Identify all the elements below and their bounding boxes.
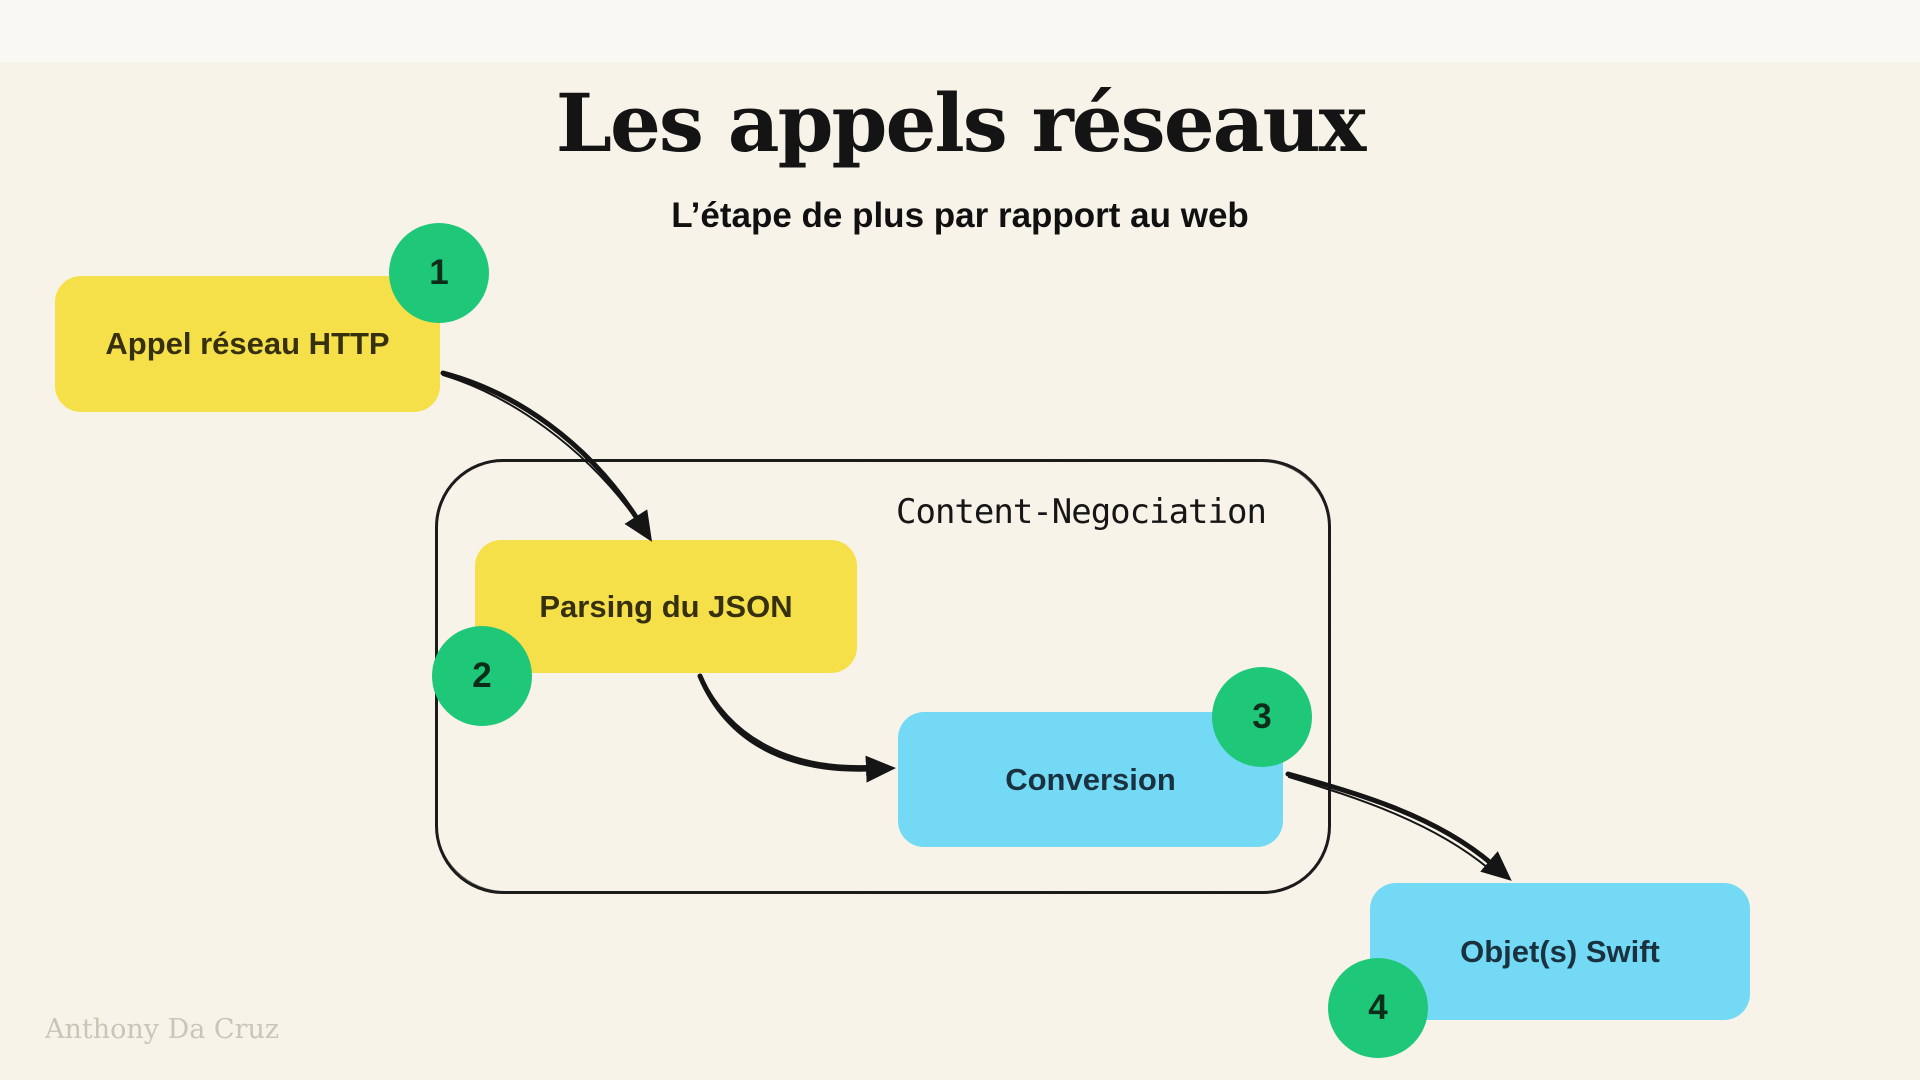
step-number-badge-1: 1 xyxy=(389,223,489,323)
step-box-appel-reseau-http: Appel réseau HTTP xyxy=(55,276,440,412)
step-box-objets-swift: Objet(s) Swift xyxy=(1370,883,1750,1020)
group-label: Content-Negociation xyxy=(896,492,1267,532)
step-box-label: Objet(s) Swift xyxy=(1460,933,1660,969)
content-negociation-group: Content-Negociation xyxy=(435,459,1331,894)
slide-subtitle: L’étape de plus par rapport au web xyxy=(671,196,1249,235)
top-band xyxy=(0,0,1920,62)
slide-title: Les appels réseaux xyxy=(555,76,1367,170)
step-number: 4 xyxy=(1368,988,1388,1027)
step-number-badge-4: 4 xyxy=(1328,958,1428,1058)
step-number: 1 xyxy=(429,253,449,292)
author-watermark: Anthony Da Cruz xyxy=(45,1014,280,1045)
step-number-badge-3: 3 xyxy=(1212,667,1312,767)
step-number-badge-2: 2 xyxy=(432,626,532,726)
step-box-label: Appel réseau HTTP xyxy=(105,326,390,361)
step-number: 3 xyxy=(1252,697,1272,736)
step-number: 2 xyxy=(472,656,492,695)
